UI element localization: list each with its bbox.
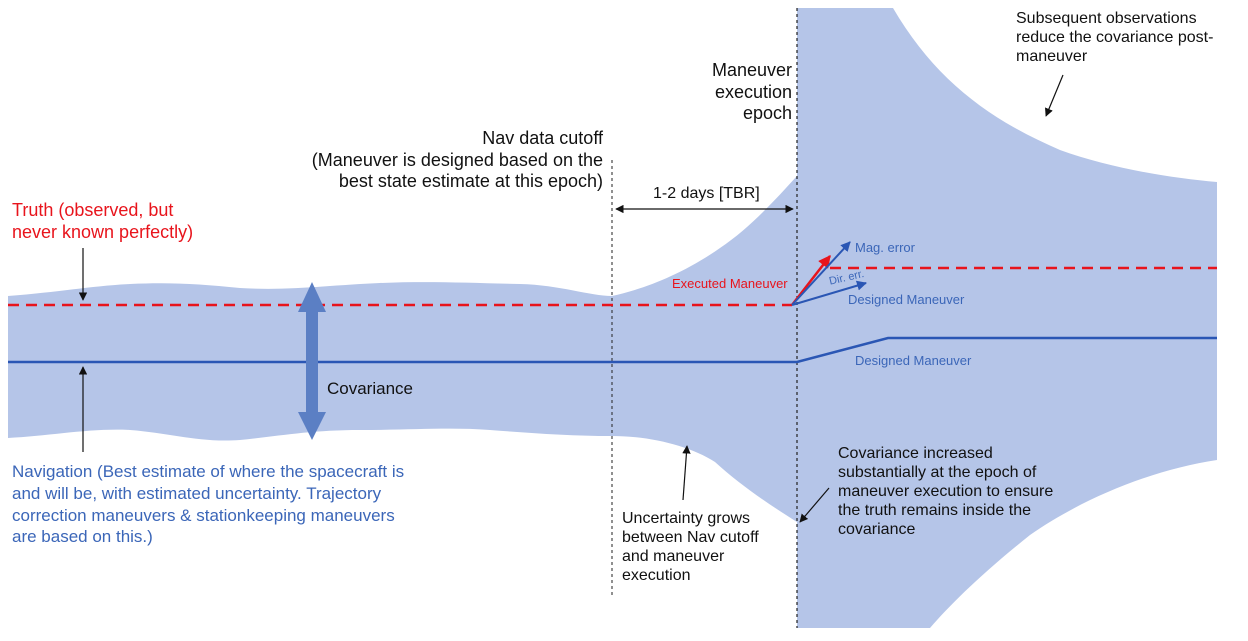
covariance-increased-callout-arrow: [799, 487, 830, 523]
navigation-label: Navigation (Best estimate of where the s…: [12, 462, 405, 547]
truth-label: Truth (observed, but never known perfect…: [12, 200, 194, 242]
covariance-double-arrow: [298, 282, 326, 440]
covariance-region-post-maneuver: [797, 8, 1217, 628]
designed-maneuver-upper-label: Designed Maneuver: [848, 292, 965, 307]
subsequent-obs-callout-arrow: [1045, 74, 1064, 117]
nav-cutoff-label: Nav data cutoff (Maneuver is designed ba…: [311, 128, 603, 192]
duration-label: 1-2 days [TBR]: [653, 185, 760, 202]
designed-maneuver-lower-label: Designed Maneuver: [855, 353, 972, 368]
covariance-region-pre-maneuver: [8, 176, 797, 522]
mag-error-arrow: [791, 241, 851, 306]
maneuver-epoch-label: Maneuver execution epoch: [711, 60, 792, 124]
designed-maneuver-arrow: [791, 280, 867, 306]
executed-maneuver-label: Executed Maneuver: [672, 276, 788, 291]
mag-error-label: Mag. error: [855, 240, 915, 255]
navigation-line: [8, 336, 1217, 364]
covariance-label: Covariance: [327, 379, 413, 398]
uncertainty-grows-label: Uncertainty grows between Nav cutoff and…: [622, 510, 759, 584]
subsequent-observations-label: Subsequent observations reduce the covar…: [1016, 10, 1214, 65]
uncertainty-callout-arrow: [682, 445, 691, 501]
covariance-increased-label: Covariance increased substantially at th…: [838, 445, 1054, 538]
